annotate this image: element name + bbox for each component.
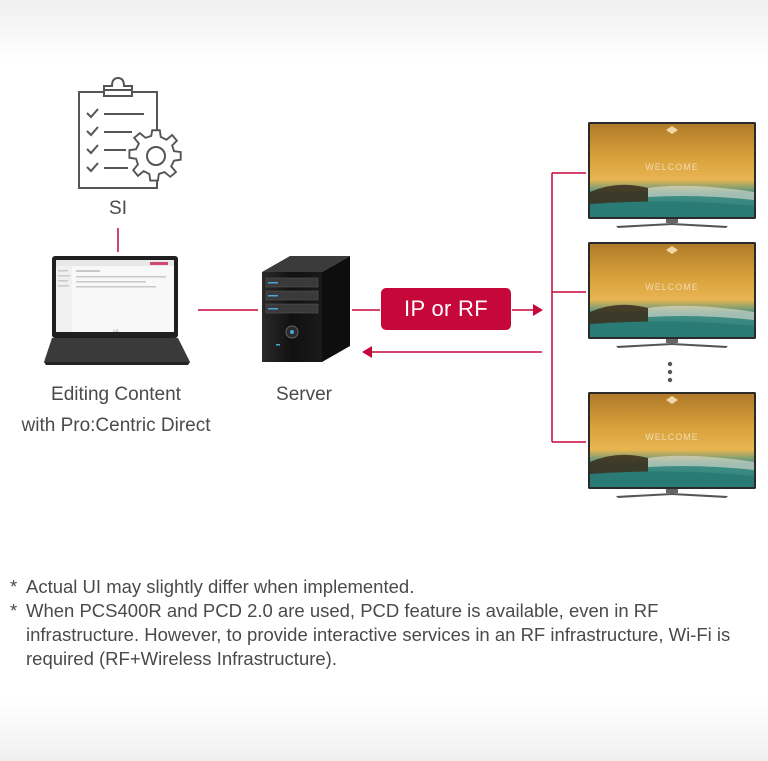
- footnote-text: When PCS400R and PCD 2.0 are used, PCD f…: [26, 600, 731, 669]
- footnote-2: * When PCS400R and PCD 2.0 are used, PCD…: [10, 599, 750, 671]
- laptop-label-line1: Editing Content: [51, 384, 181, 405]
- tv-display-3: [588, 392, 756, 498]
- si-label: SI: [109, 198, 127, 219]
- footnote-marker: *: [10, 576, 18, 597]
- tv-display-2: [588, 242, 756, 348]
- laptop-image: LG: [44, 256, 190, 365]
- connection-badge: IP or RF: [381, 288, 511, 330]
- arrow-left-icon: [362, 346, 372, 358]
- footnote-text: Actual UI may slightly differ when imple…: [26, 576, 415, 597]
- connector-lines: [117, 172, 586, 443]
- footnotes: * Actual UI may slightly differ when imp…: [10, 575, 750, 671]
- footnote-marker: *: [10, 600, 18, 621]
- checklist-gear-icon: [78, 76, 182, 189]
- laptop-label-line2: with Pro:Centric Direct: [21, 415, 211, 436]
- footnote-1: * Actual UI may slightly differ when imp…: [10, 575, 750, 599]
- server-image: [262, 256, 350, 362]
- server-label: Server: [276, 384, 332, 405]
- arrow-right-icon: [533, 304, 543, 316]
- svg-text:LG: LG: [113, 328, 118, 333]
- tv-display-1: [588, 122, 756, 228]
- architecture-diagram: WELCOME: [44, 76, 756, 498]
- more-dots-icon: [667, 361, 673, 383]
